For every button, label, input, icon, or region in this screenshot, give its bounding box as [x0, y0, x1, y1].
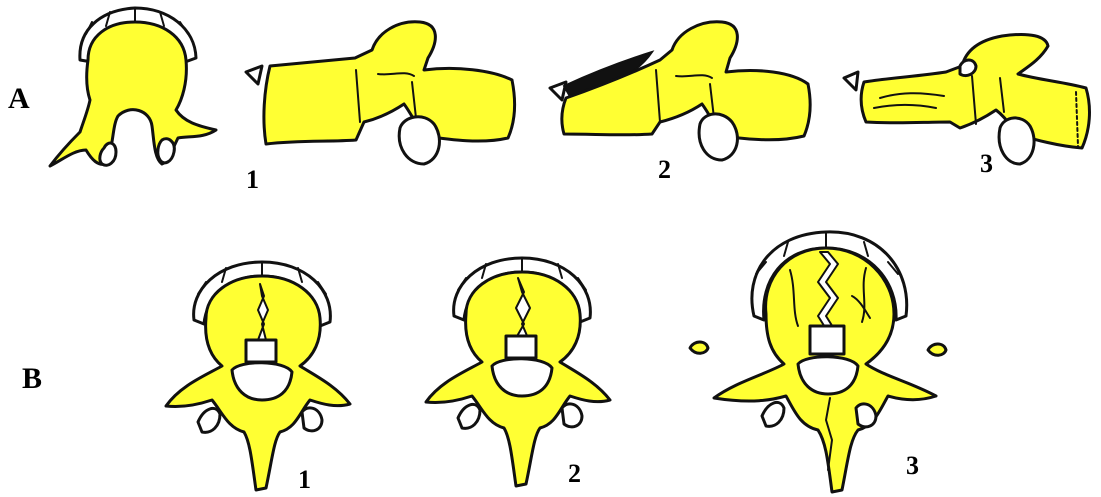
row-b-axial-vertebra-1 — [166, 262, 350, 490]
row-b-panel-1-label: 1 — [298, 465, 311, 494]
row-a-panel-3-label: 3 — [980, 149, 993, 178]
row-a-label: A — [8, 82, 30, 115]
row-b-axial-vertebra-2 — [426, 258, 610, 486]
row-b-panel-2-label: 2 — [568, 459, 581, 488]
row-a-lateral-vertebra-3 — [844, 34, 1089, 164]
row-a-lateral-vertebra-2 — [550, 22, 810, 160]
row-a-panel-2-label: 2 — [658, 155, 671, 184]
row-a-axial-vertebra — [50, 8, 216, 166]
row-b-label: B — [22, 362, 42, 395]
row-b-panel-3-label: 3 — [906, 451, 919, 480]
row-a-panel-1-label: 1 — [246, 165, 259, 194]
row-a-lateral-vertebra-1 — [246, 22, 515, 164]
